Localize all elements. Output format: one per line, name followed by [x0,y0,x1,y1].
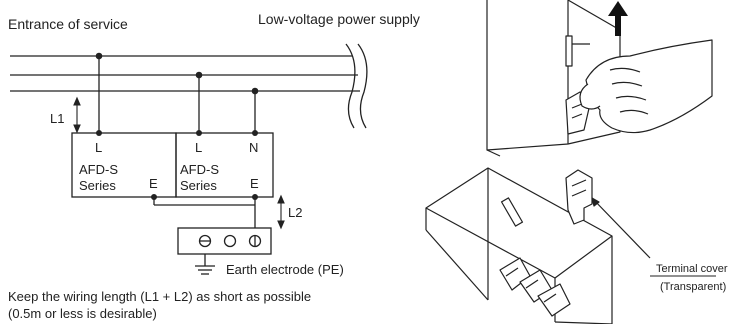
terminal-block [177,227,272,266]
supply-label: Low-voltage power supply [258,11,420,27]
unit2-terminal-e: E [250,176,259,191]
l2-label: L2 [288,205,302,220]
double-arrow-icon [73,96,81,134]
terminal-circle-icon [248,234,262,248]
device-illustration [425,167,651,324]
unit1-terminal-l: L [95,140,102,155]
double-arrow-icon [277,194,285,230]
power-lines [10,43,368,129]
cover-label-1: Terminal cover [656,263,728,275]
unit2-name-1: AFD-S [180,162,219,177]
unit2-terminal-n: N [249,140,258,155]
l1-label: L1 [50,111,64,126]
earth-label: Earth electrode (PE) [226,262,344,277]
note-line-1: Keep the wiring length (L1 + L2) as shor… [8,289,311,304]
device-boxes [71,132,274,198]
terminal-circle-icon [198,234,212,248]
ground-symbol-icon [195,265,215,275]
unit1-name-1: AFD-S [79,162,118,177]
drop-wires [98,56,256,133]
note-line-2: (0.5m or less is desirable) [8,306,157,321]
up-arrow-icon [608,1,628,36]
hand-illustration [579,39,713,134]
unit2-terminal-l: L [195,140,202,155]
unit2-name-2: Series [180,178,217,193]
earth-wires [153,197,256,228]
terminal-circle-icon [223,234,237,248]
cover-label-2: (Transparent) [660,281,726,293]
unit1-name-2: Series [79,178,116,193]
entrance-label: Entrance of service [8,16,128,32]
unit1-terminal-e: E [149,176,158,191]
